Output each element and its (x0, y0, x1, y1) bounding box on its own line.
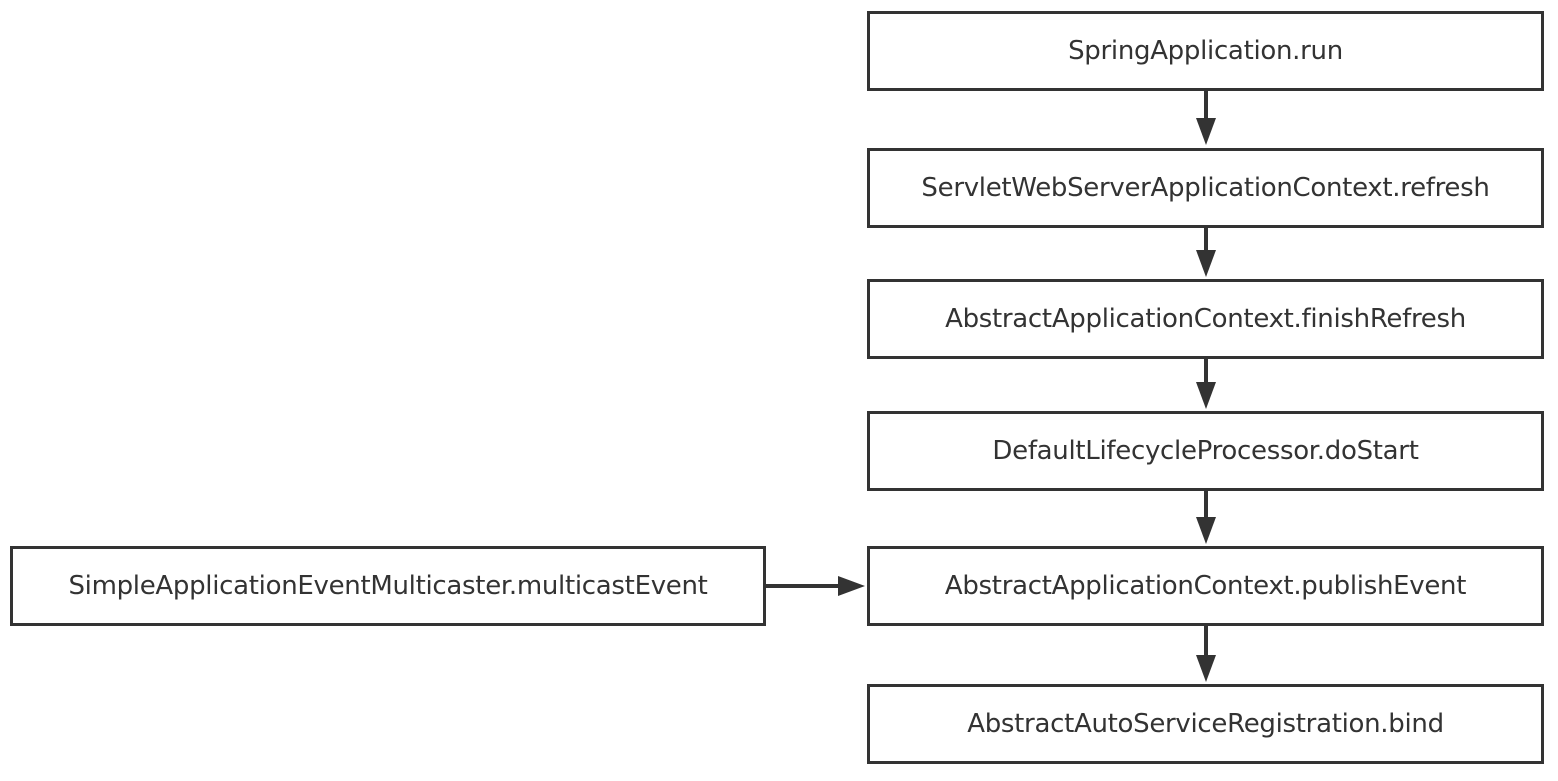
node-auto-service-registration-bind: AbstractAutoServiceRegistration.bind (867, 684, 1544, 764)
node-finish-refresh: AbstractApplicationContext.finishRefresh (867, 279, 1544, 359)
node-label: AbstractAutoServiceRegistration.bind (967, 709, 1444, 739)
node-label: SimpleApplicationEventMulticaster.multic… (68, 571, 708, 601)
edge-do-start-to-publish-event (1196, 491, 1216, 544)
node-do-start: DefaultLifecycleProcessor.doStart (867, 411, 1544, 491)
edge-publish-event-to-bind (1196, 626, 1216, 682)
node-label: AbstractApplicationContext.publishEvent (944, 571, 1467, 601)
node-spring-application-run: SpringApplication.run (867, 11, 1544, 91)
edge-finish-refresh-to-do-start (1196, 359, 1216, 409)
edge-multicast-to-publish-event (766, 576, 865, 596)
node-label: ServletWebServerApplicationContext.refre… (921, 173, 1490, 203)
node-label: AbstractApplicationContext.finishRefresh (945, 304, 1466, 334)
node-publish-event: AbstractApplicationContext.publishEvent (867, 546, 1544, 626)
edge-run-to-refresh (1196, 91, 1216, 145)
node-multicast-event: SimpleApplicationEventMulticaster.multic… (10, 546, 766, 626)
node-servlet-web-server-refresh: ServletWebServerApplicationContext.refre… (867, 148, 1544, 228)
node-label: SpringApplication.run (1068, 36, 1343, 66)
node-label: DefaultLifecycleProcessor.doStart (992, 436, 1419, 466)
edge-refresh-to-finish-refresh (1196, 228, 1216, 277)
